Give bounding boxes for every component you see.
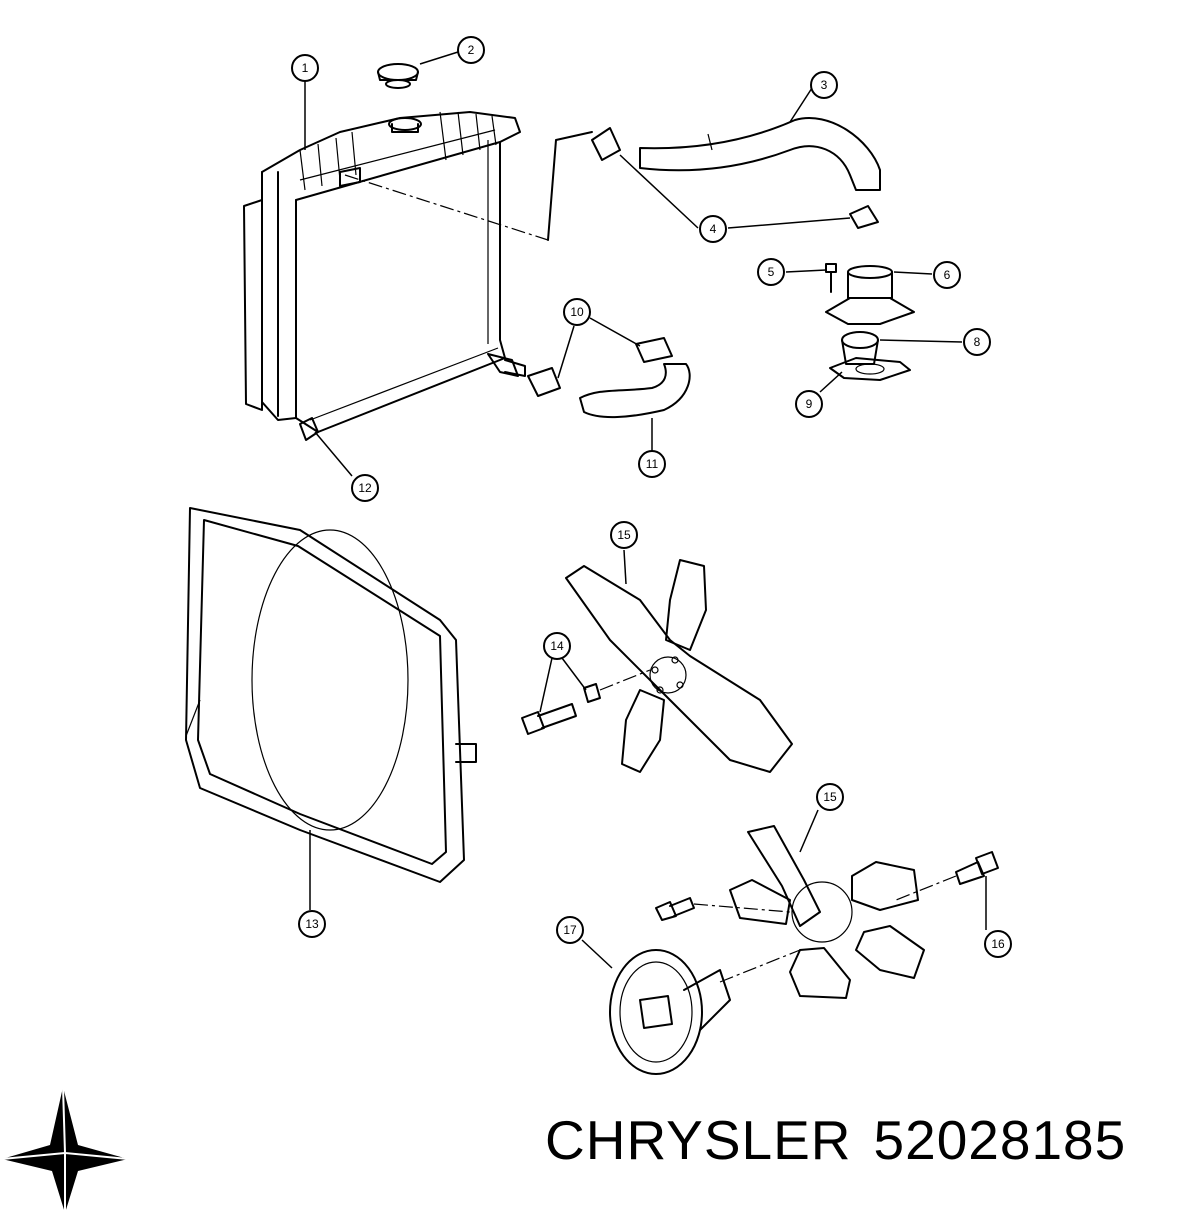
thermostat-gasket	[829, 357, 911, 381]
svg-text:14: 14	[550, 639, 564, 653]
upper-hose	[639, 117, 881, 191]
callout-6: 6	[933, 261, 961, 289]
svg-text:1: 1	[302, 61, 309, 75]
hose-clamp-lower	[527, 337, 673, 397]
fan-4-blade	[565, 559, 793, 773]
callout-2: 2	[457, 36, 485, 64]
svg-text:13: 13	[305, 917, 319, 931]
radiator	[243, 111, 526, 441]
brand-name: CHRYSLER	[545, 1109, 852, 1171]
callout-4: 4	[699, 215, 727, 243]
callout-1: 1	[291, 54, 319, 82]
callout-12: 12	[351, 474, 379, 502]
bolt-fan-clutch	[655, 897, 791, 921]
overflow-tube	[344, 174, 549, 241]
svg-text:2: 2	[468, 43, 475, 57]
leader-lines	[304, 51, 987, 969]
callout-9: 9	[795, 390, 823, 418]
svg-text:3: 3	[821, 78, 828, 92]
svg-text:15: 15	[617, 528, 631, 542]
svg-text:12: 12	[358, 481, 372, 495]
radiator-cap	[377, 63, 419, 89]
callout-8: 8	[963, 328, 991, 356]
hose-clamp-upper	[591, 127, 879, 229]
svg-text:5: 5	[768, 265, 775, 279]
bolt-5	[825, 263, 837, 293]
svg-text:11: 11	[646, 457, 659, 471]
callout-3: 3	[810, 71, 838, 99]
fan-5-blade	[729, 825, 925, 999]
callout-17: 17	[556, 916, 584, 944]
fan-shroud	[185, 507, 477, 883]
callout-15-upper: 15	[610, 521, 638, 549]
footer-title: CHRYSLER 52028185	[545, 1108, 1148, 1172]
fan-clutch	[609, 949, 801, 1075]
callout-14: 14	[543, 632, 571, 660]
bolt-14	[521, 669, 651, 735]
svg-text:16: 16	[991, 937, 1005, 951]
svg-text:8: 8	[974, 335, 981, 349]
callout-10: 10	[563, 298, 591, 326]
callout-16: 16	[984, 930, 1012, 958]
pentastar-icon	[1, 1086, 129, 1213]
callout-13: 13	[298, 910, 326, 938]
callout-5: 5	[757, 258, 785, 286]
lower-hose	[579, 363, 691, 419]
svg-text:9: 9	[806, 397, 813, 411]
thermostat	[841, 331, 879, 365]
bolt-16	[895, 851, 999, 901]
svg-text:15: 15	[823, 790, 837, 804]
svg-text:6: 6	[944, 268, 951, 282]
overflow-hose	[547, 131, 593, 241]
svg-text:4: 4	[710, 222, 717, 236]
thermostat-housing	[825, 265, 915, 325]
callout-11: 11	[638, 450, 666, 478]
svg-text:17: 17	[563, 923, 577, 937]
callout-15-lower: 15	[816, 783, 844, 811]
part-number: 52028185	[873, 1109, 1127, 1171]
svg-text:10: 10	[570, 305, 584, 319]
